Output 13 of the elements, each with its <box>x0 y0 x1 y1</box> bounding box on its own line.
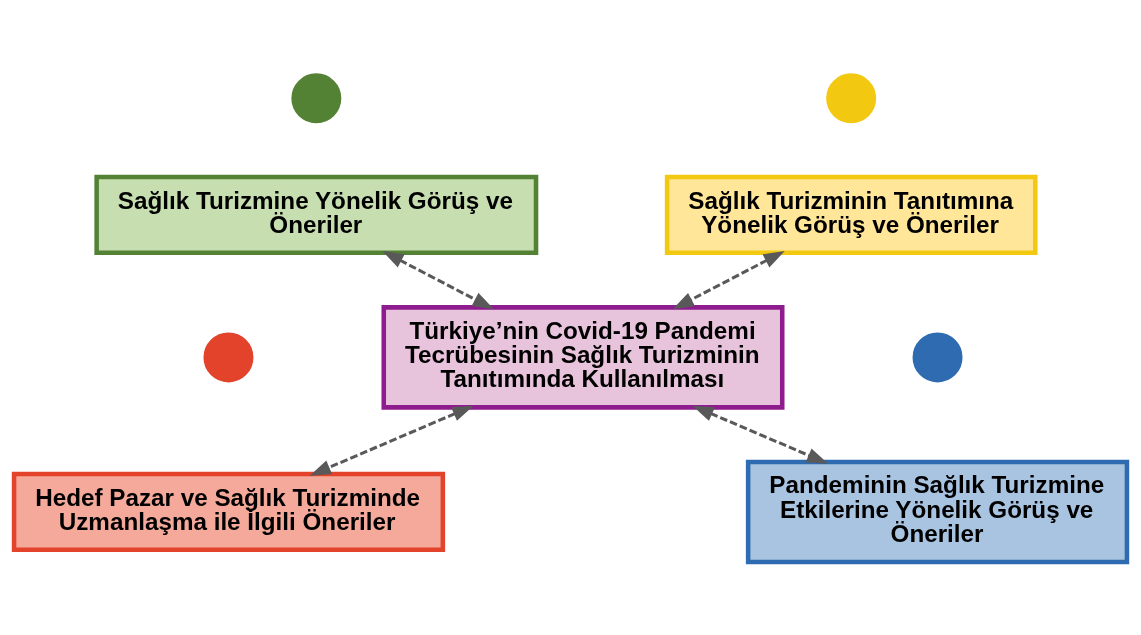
arrow <box>672 250 785 309</box>
node-circle <box>203 331 254 382</box>
node-box: Türkiye’nin Covid-19 Pandemi Tecrübesinin Sağlık Turizminin Tanıtımında Kullanılması <box>381 304 785 410</box>
node-box: Sağlık Turizmine Yönelik Görüş ve Öneriler <box>94 174 539 255</box>
node-circle <box>291 72 342 123</box>
arrow <box>692 405 829 464</box>
node-box: Pandeminin Sağlık Turizmine Etkilerine Yönelik Görüş ve Öneriler <box>745 459 1130 564</box>
node-box: Sağlık Turizminin Tanıtımına Yönelik Görüş ve Öneriler <box>664 174 1038 255</box>
node-circle <box>912 331 963 382</box>
arrow <box>309 405 474 476</box>
arrow <box>382 250 494 309</box>
node-box: Hedef Pazar ve Sağlık Turizminde Uzmanlaşma ile İlgili Öneriler <box>11 471 446 552</box>
node-circle <box>826 72 877 123</box>
